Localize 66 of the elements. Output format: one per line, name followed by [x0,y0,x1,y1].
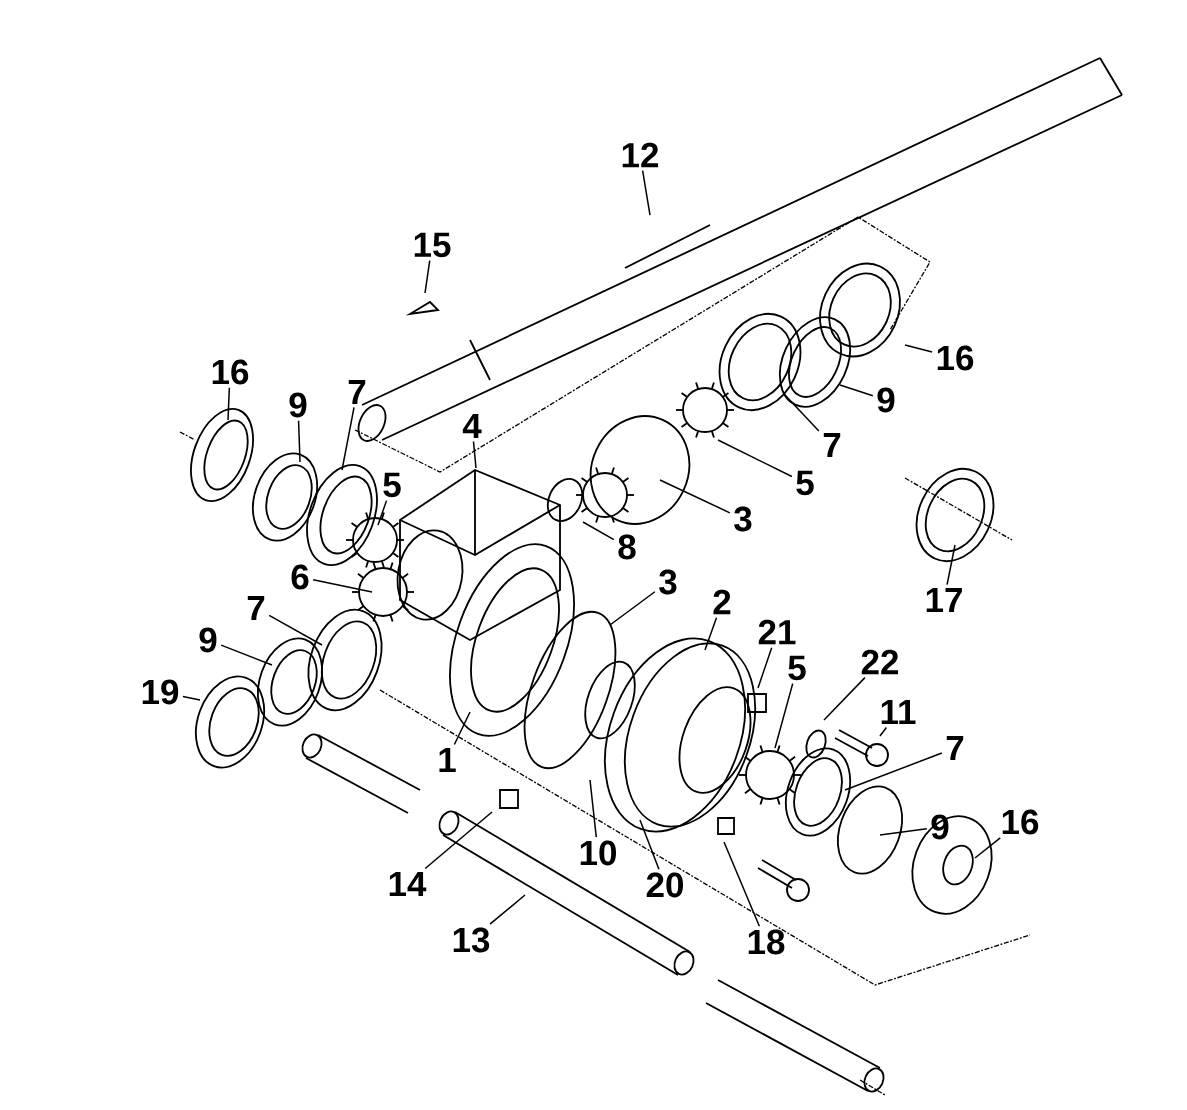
callout-number: 16 [212,359,249,385]
leader-line [641,169,651,216]
leader-line [784,394,820,432]
callout-number: 3 [659,569,677,595]
leader-line [312,579,373,593]
callout-number: 20 [646,872,684,898]
callout-number: 11 [881,699,916,725]
callout-number: 8 [618,534,636,560]
callout-number: 7 [946,735,964,761]
leader-line [424,259,431,294]
leader-line [974,837,1001,859]
callout-number: 7 [247,595,265,621]
callout-number: 22 [861,649,899,675]
callout-number: 13 [453,927,490,953]
callout-number: 15 [414,232,451,258]
callout-number: 5 [383,472,401,498]
leader-line [839,384,874,397]
callout-number: 14 [389,871,427,897]
leader-line [704,616,718,651]
leader-line [639,819,660,870]
callout-number: 7 [348,379,366,405]
leader-line [844,752,943,791]
leader-line [717,439,793,478]
leader-line [774,682,794,749]
leader-line [659,479,731,514]
callout-number: 3 [734,506,752,532]
leader-line [879,726,888,737]
leader-line [268,614,323,646]
callout-number: 21 [758,619,796,645]
leader-line [227,387,231,421]
callout-number: 6 [291,564,309,590]
callout-number: 7 [823,432,841,458]
leader-line [723,841,761,927]
leader-line [946,544,956,586]
callout-number: 1 [439,747,456,773]
callout-number: 4 [462,413,482,439]
leader-line [182,695,201,701]
leader-line [489,894,526,925]
leader-line [341,406,355,471]
leader-line [589,779,597,838]
callout-number: 9 [877,387,895,413]
callout-number: 19 [142,679,179,705]
callout-number: 16 [937,345,974,371]
leader-line [609,591,656,626]
callout-number: 12 [622,142,659,168]
leader-line [453,711,471,746]
callout-number: 9 [199,627,217,653]
leader-line [757,646,773,689]
leader-line [472,440,477,469]
callout-number: 16 [1002,809,1039,835]
leader-line [220,644,273,666]
leader-line [297,420,301,463]
callout-number: 5 [796,470,814,496]
leader-line [582,521,615,541]
leader-line [879,828,928,836]
callout-number: 18 [748,929,785,955]
leader-line [904,344,933,353]
leader-line [424,811,493,870]
leader-line [823,676,866,721]
callout-number: 9 [289,392,307,418]
leader-line [377,499,388,526]
callout-number: 2 [713,589,731,615]
callout-number: 17 [926,587,962,613]
callout-number: 5 [788,655,806,681]
callout-number: 10 [580,840,617,866]
callout-number: 9 [931,814,949,840]
